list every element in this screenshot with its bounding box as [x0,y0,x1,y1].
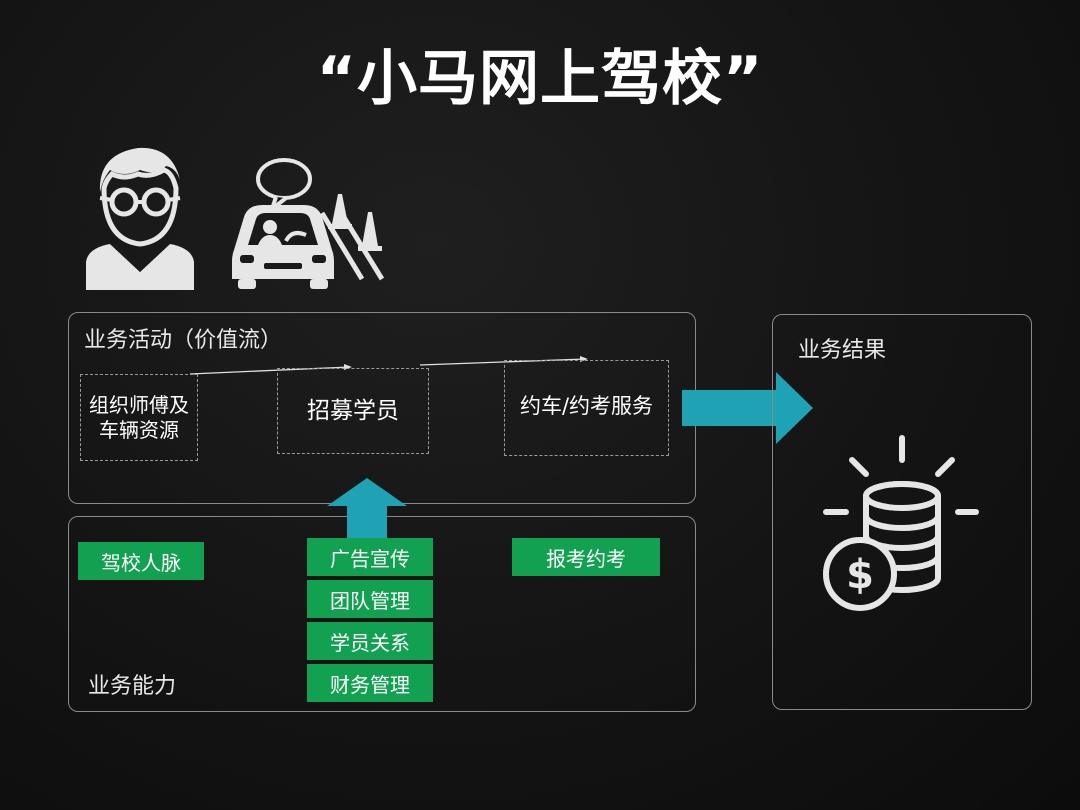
activity-step-booking-label: 约车/约考服务 [519,394,654,418]
activity-step-recruit: 招募学员 [277,368,429,454]
result-arrow [682,372,813,444]
svg-text:$: $ [846,552,874,598]
traffic-cone-icon [328,194,382,251]
activity-step-booking: 约车/约考服务 [504,360,669,456]
results-label: 业务结果 [798,338,887,363]
capability-finance-management-label: 财务管理 [330,672,410,697]
activities-label: 业务活动（价值流） [84,328,283,353]
capability-up-arrow [327,478,407,538]
capability-student-relations: 学员关系 [307,622,433,660]
results-panel [772,314,1032,710]
capability-exam-booking-label: 报考约考 [546,546,626,571]
activity-step-recruit-label: 招募学员 [307,397,399,424]
capability-advertising: 广告宣传 [307,538,433,576]
capability-student-relations-label: 学员关系 [330,630,410,655]
money-coins-icon: $ [823,435,979,611]
activity-step-resources-label: 组织师傅及 车辆资源 [89,392,189,442]
capability-driving-school-network-label: 驾校人脉 [101,550,181,575]
capability-team-management: 团队管理 [307,580,433,618]
capability-driving-school-network: 驾校人脉 [78,542,204,580]
capability-team-management-label: 团队管理 [330,588,410,613]
student-icon [86,147,194,290]
activity-step-resources: 组织师傅及 车辆资源 [80,374,198,461]
capabilities-label: 业务能力 [88,674,177,699]
capability-exam-booking: 报考约考 [512,538,660,576]
slide-title: “小马网上驾校” [316,44,764,114]
capability-finance-management: 财务管理 [307,664,433,702]
capability-advertising-label: 广告宣传 [330,546,410,571]
